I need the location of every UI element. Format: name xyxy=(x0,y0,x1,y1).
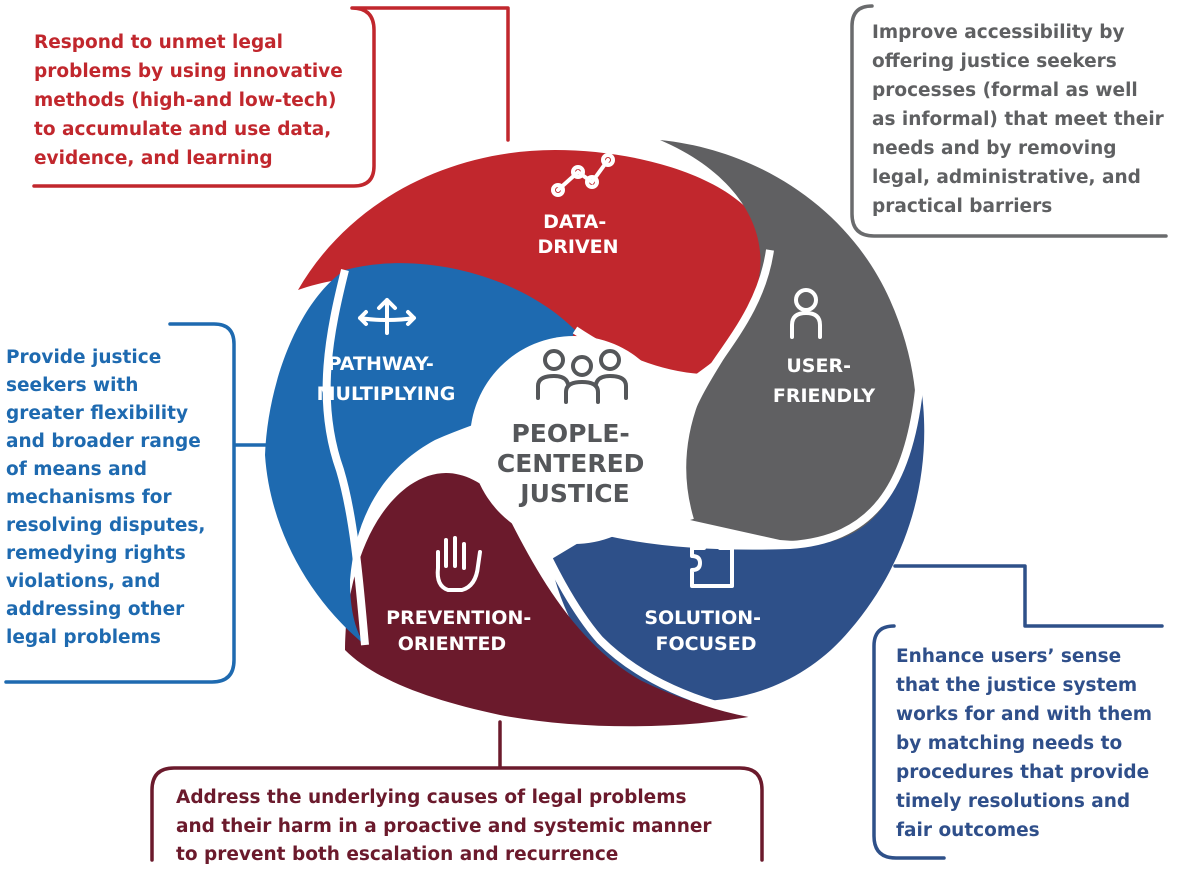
note-prevention-oriented: Address the underlying causes of legal p… xyxy=(176,787,712,865)
segment-prevention-oriented xyxy=(345,473,760,727)
note-solution-focused: Enhance users’ sense that the justice sy… xyxy=(896,646,1153,841)
segment-label-line: DRIVEN xyxy=(537,236,618,258)
wheel-segments xyxy=(265,140,925,727)
segment-label-line: DATA- xyxy=(543,211,606,233)
center-label-line: JUSTICE xyxy=(518,479,629,508)
segment-pathway-multiplying xyxy=(265,263,575,645)
segment-label-data-driven: DATA- DRIVEN xyxy=(537,211,618,258)
segment-data-driven xyxy=(298,150,772,375)
segment-label-user-friendly: USER- FRIENDLY xyxy=(773,355,875,407)
people-group-icon xyxy=(536,349,628,404)
center-label-line: PEOPLE- xyxy=(511,419,629,448)
branching-arrows-icon xyxy=(358,298,416,335)
segment-label-line: FOCUSED xyxy=(656,633,757,655)
person-icon xyxy=(790,288,822,339)
hand-icon xyxy=(435,536,482,592)
center-label: PEOPLE- CENTERED JUSTICE xyxy=(497,419,653,508)
segment-label-pathway-multiplying: PATHWAY- MULTIPLYING xyxy=(317,353,456,405)
note-pathway-multiplying: Provide justice seekers with greater fle… xyxy=(6,347,206,648)
callout-frame-user-friendly xyxy=(850,4,1168,238)
note-data-driven: Respond to unmet legal problems by using… xyxy=(34,32,343,169)
segment-solution-focused xyxy=(550,380,925,701)
center-label-line: CENTERED xyxy=(497,449,645,478)
callout-frame-prevention xyxy=(150,720,764,862)
callout-frame-solution xyxy=(872,564,1164,860)
callout-frame-data-driven xyxy=(32,6,510,188)
segment-label-line: ORIENTED xyxy=(398,633,506,655)
segment-user-friendly xyxy=(660,140,917,542)
segment-label-line: MULTIPLYING xyxy=(317,383,456,405)
segment-label-line: USER- xyxy=(786,355,851,377)
segment-label-line: PATHWAY- xyxy=(328,353,434,375)
segment-label-line: PREVENTION- xyxy=(386,607,531,629)
line-chart-icon xyxy=(551,153,615,197)
segment-label-prevention-oriented: PREVENTION- ORIENTED xyxy=(386,607,538,655)
segment-label-solution-focused: SOLUTION- FOCUSED xyxy=(644,607,767,655)
puzzle-icon xyxy=(690,538,734,588)
note-user-friendly: Improve accessibility by offering justic… xyxy=(872,22,1164,217)
segment-label-line: FRIENDLY xyxy=(773,385,875,407)
segment-label-line: SOLUTION- xyxy=(644,607,761,629)
callout-frame-pathway xyxy=(4,322,274,684)
